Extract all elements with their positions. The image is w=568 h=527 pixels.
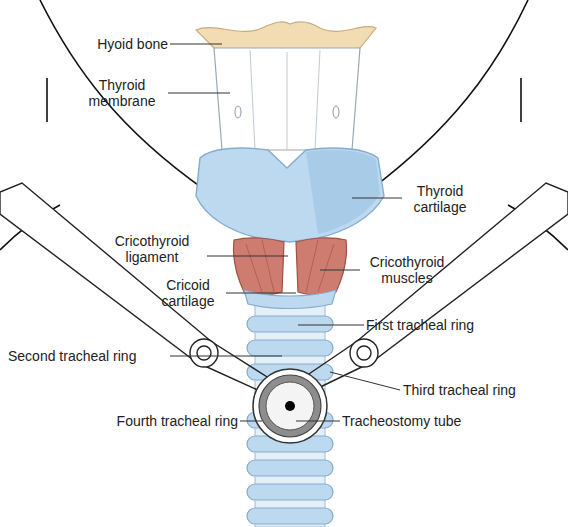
cricothyroid-muscle: [233, 238, 284, 295]
retractor-ring: [350, 339, 378, 367]
membrane-fibre: [315, 50, 320, 150]
part-label: Third tracheal ring: [403, 382, 563, 398]
tube-wall: [259, 375, 321, 437]
retractor-ring: [197, 346, 211, 360]
part-label: First tracheal ring: [366, 317, 526, 333]
leader-line: [170, 44, 222, 45]
leader-line: [352, 198, 402, 199]
muscle-fibre: [246, 244, 262, 292]
tracheal-ring: [247, 508, 333, 524]
leader-line: [296, 421, 340, 422]
muscle-fibres: [246, 240, 334, 292]
tracheal-ring: [247, 484, 333, 500]
part-label: Second tracheal ring: [8, 348, 170, 364]
part-label: Thyroid membrane: [78, 77, 166, 109]
cartilage-shade: [306, 150, 380, 234]
membrane-fibre: [287, 52, 288, 150]
retractor-arm: [356, 183, 568, 362]
part-label: Tracheostomy tube: [342, 413, 502, 429]
leader-line: [168, 93, 230, 94]
leader-line: [330, 372, 400, 390]
leader-line: [320, 270, 360, 271]
tracheal-ring: [247, 460, 333, 476]
retractor-arm: [0, 183, 212, 362]
retractor-ring: [190, 339, 218, 367]
leader-line: [226, 293, 296, 294]
thyroid-cartilage: [196, 148, 384, 242]
retractor-ring: [357, 346, 371, 360]
muscle-fibre: [318, 244, 334, 292]
cricothyroid-muscle: [296, 238, 347, 295]
tracheal-ring: [247, 340, 333, 356]
leader-lines: [168, 44, 402, 421]
part-label: Cricothyroid muscles: [362, 254, 452, 286]
part-label: Thyroid cartilage: [404, 183, 476, 215]
neck-line: [40, 0, 205, 190]
membrane-fibres: [250, 50, 320, 150]
thyroid-membrane: [214, 48, 360, 150]
part-label: Fourth tracheal ring: [76, 413, 238, 429]
tube-flange: [253, 369, 327, 443]
neck-line: [46, 78, 48, 122]
muscle-fibre: [306, 240, 318, 292]
tracheal-rings: [247, 316, 333, 524]
membrane-foramen: [235, 106, 241, 118]
membrane-fibre: [250, 50, 255, 150]
tracheal-ring: [247, 316, 333, 332]
part-label: Hyoid bone: [78, 36, 168, 52]
tube-lumen: [266, 382, 314, 430]
part-label: Cricoid cartilage: [152, 277, 224, 309]
leader-line: [240, 421, 262, 422]
leader-line: [170, 356, 282, 357]
retractors: [0, 183, 568, 392]
leader-line: [207, 256, 288, 257]
neck-outline: [0, 0, 568, 250]
neck-line: [370, 0, 528, 190]
muscle-fibre: [262, 240, 274, 292]
membrane-foramen: [333, 106, 339, 118]
leader-line: [298, 325, 364, 326]
tube-centre: [285, 401, 295, 411]
part-label: Cricothyroid ligament: [98, 233, 206, 265]
neck-line: [520, 78, 522, 122]
